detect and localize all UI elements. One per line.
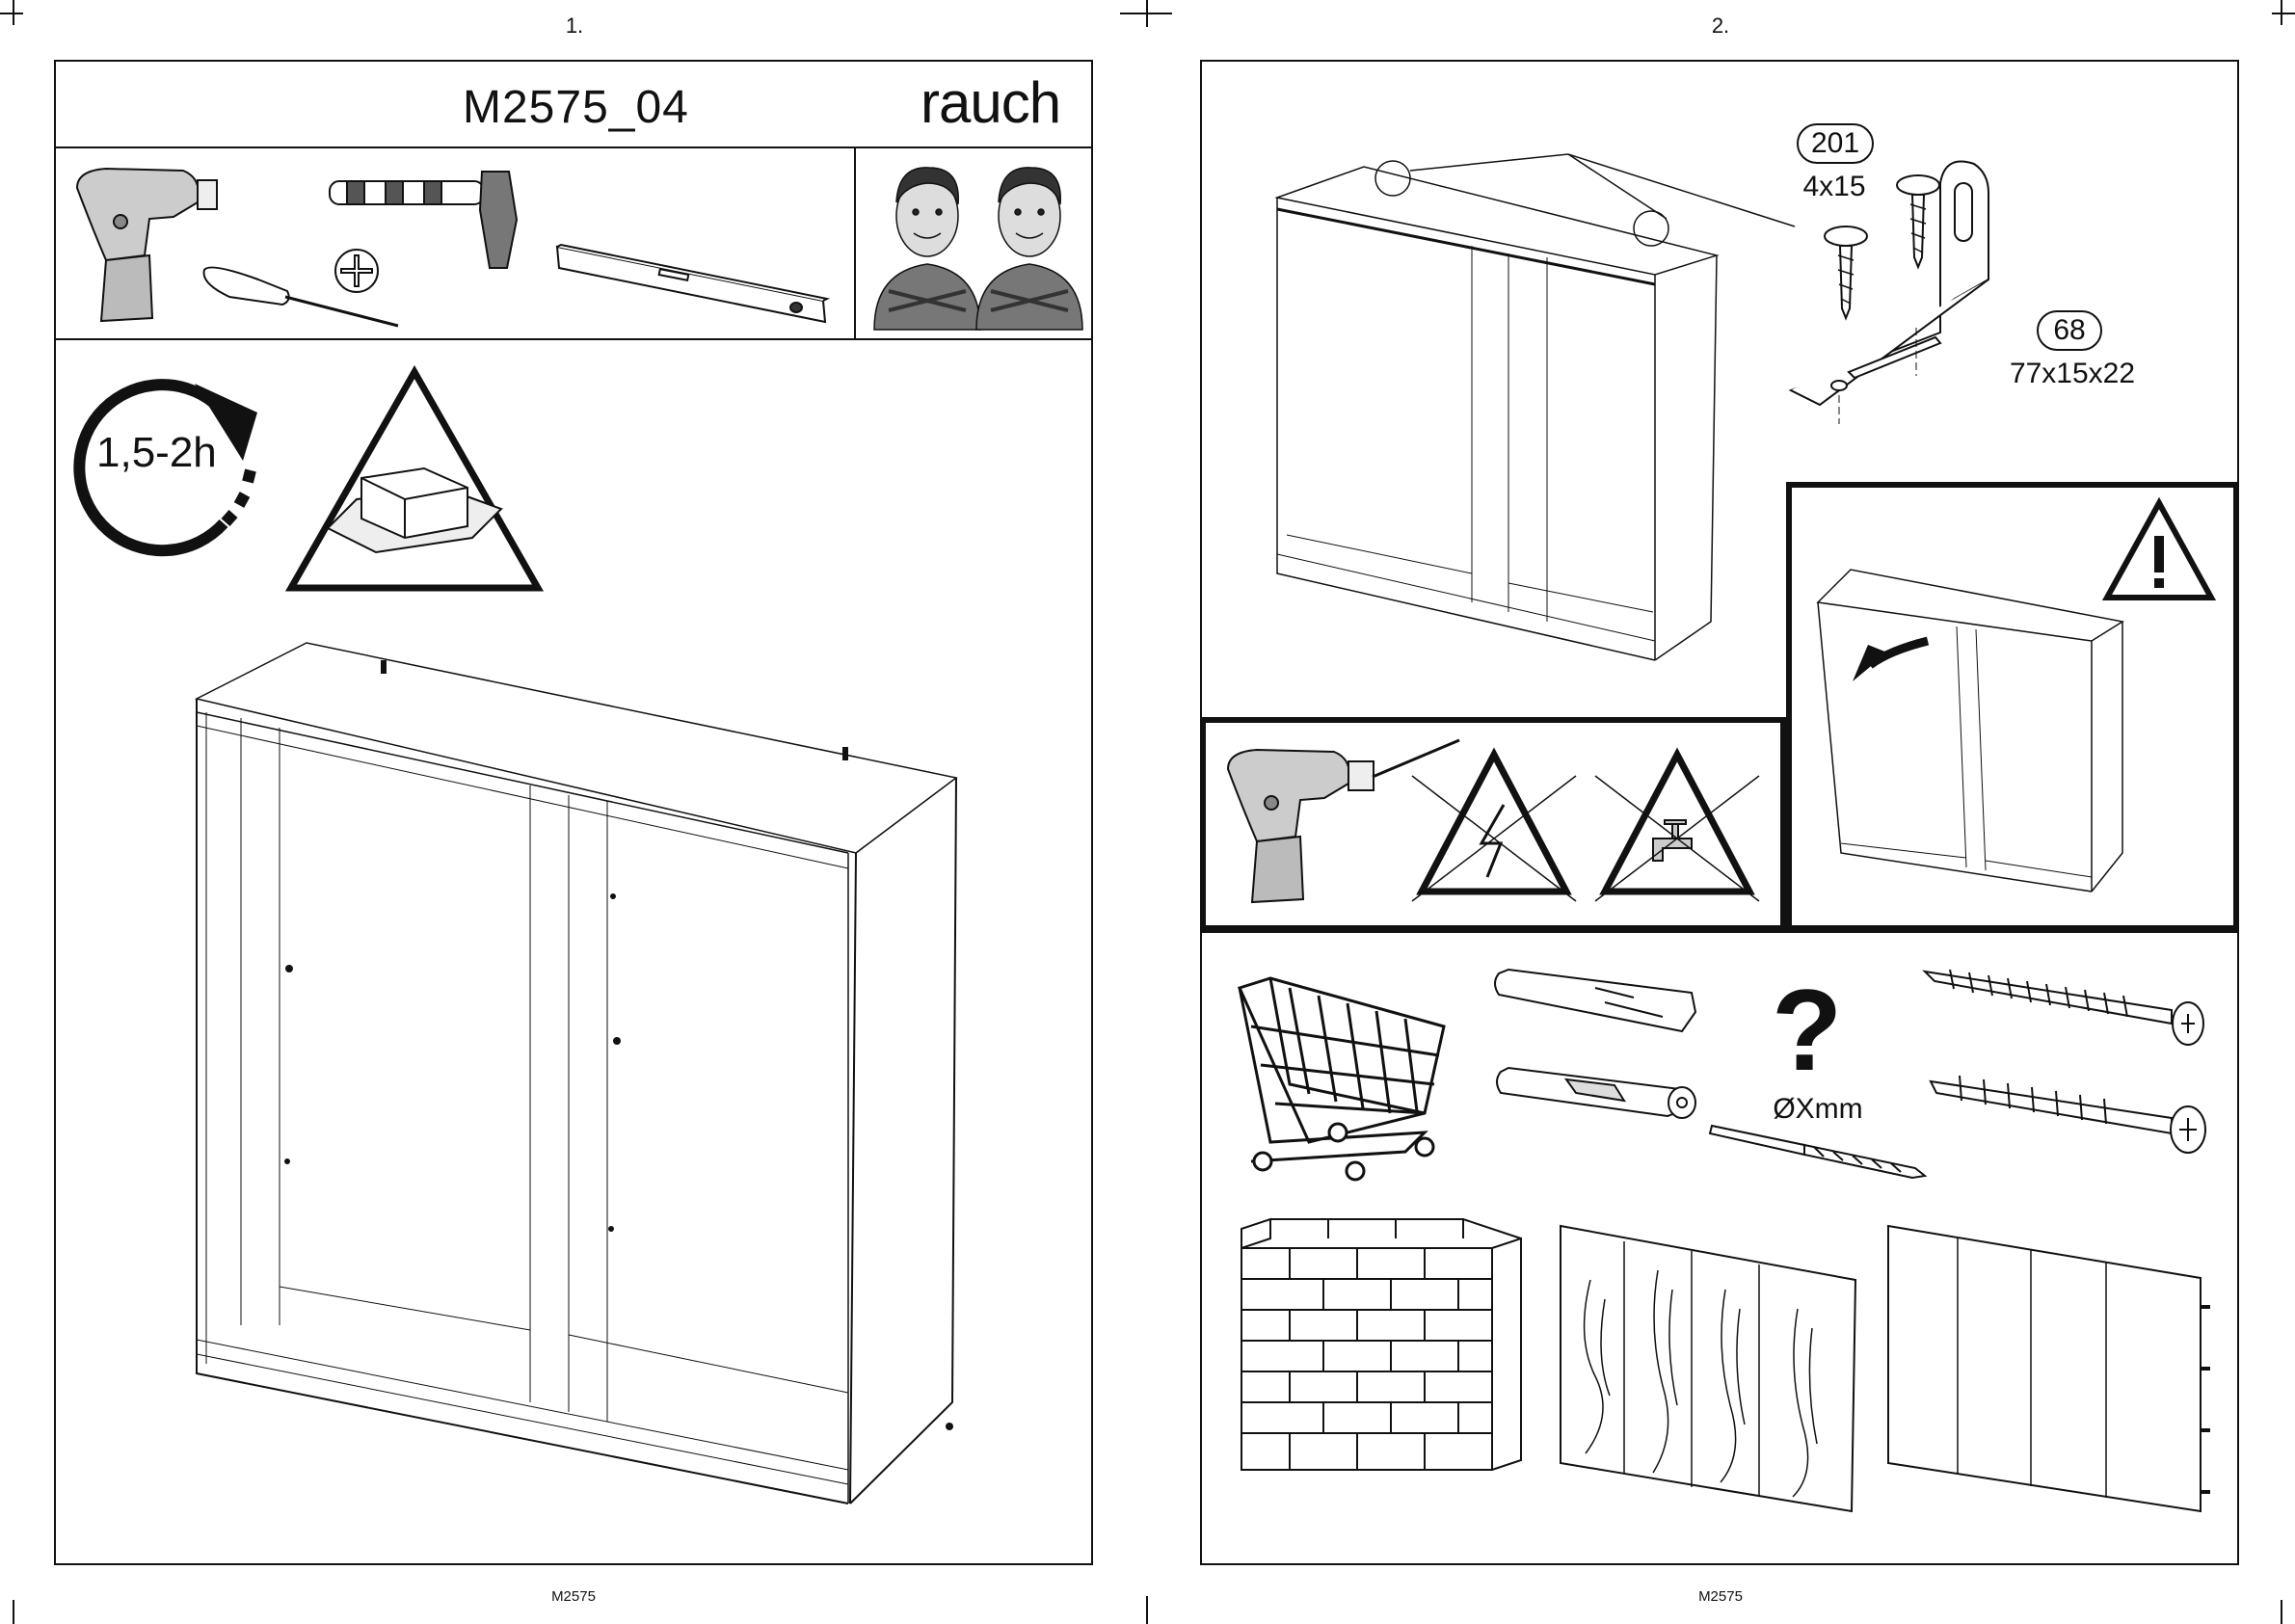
wardrobe-carcass-drawing (183, 631, 954, 1528)
protect-floor-icon (280, 364, 549, 596)
assembly-time: 1,5-2h (96, 429, 217, 477)
page-footer: M2575 (1672, 1588, 1769, 1605)
brick-wall-icon (1232, 1219, 1531, 1508)
electric-hazard-icon (1412, 747, 1576, 901)
part-68-size: 77x15x22 (1995, 358, 2149, 390)
page-number: 1. (546, 13, 603, 39)
page-footer: M2575 (525, 1588, 622, 1605)
bottom-section-divider (1200, 931, 2239, 933)
water-hazard-icon (1595, 747, 1759, 901)
spirit-level-icon (553, 243, 833, 330)
part-68-id: 68 (2037, 310, 2102, 351)
model-title: M2575_04 (463, 81, 689, 134)
person-icon (869, 156, 985, 330)
tilted-carcass-drawing (1812, 564, 2140, 892)
person-icon (972, 156, 1087, 330)
wood-panel-icon (1557, 1222, 1865, 1521)
phillips-icon (333, 247, 381, 295)
page-number: 2. (1692, 13, 1749, 39)
long-screw-icon (1921, 1072, 2220, 1158)
shopping-cart-icon (1232, 969, 1454, 1181)
wall-bracket-diagram (1258, 149, 1759, 651)
bracket-68-icon (1781, 154, 2013, 424)
wall-plug-icon (1489, 964, 1721, 1137)
question-mark: ? (1772, 964, 1842, 1097)
header-divider (54, 146, 1093, 148)
drill-bit-icon (1708, 1118, 1930, 1185)
drywall-stud-icon (1884, 1222, 2212, 1521)
screwdriver-icon (200, 262, 413, 339)
long-screw-icon (1921, 964, 2220, 1041)
brand-logo: rauch (921, 69, 1060, 136)
tools-vertical-divider (854, 146, 856, 338)
